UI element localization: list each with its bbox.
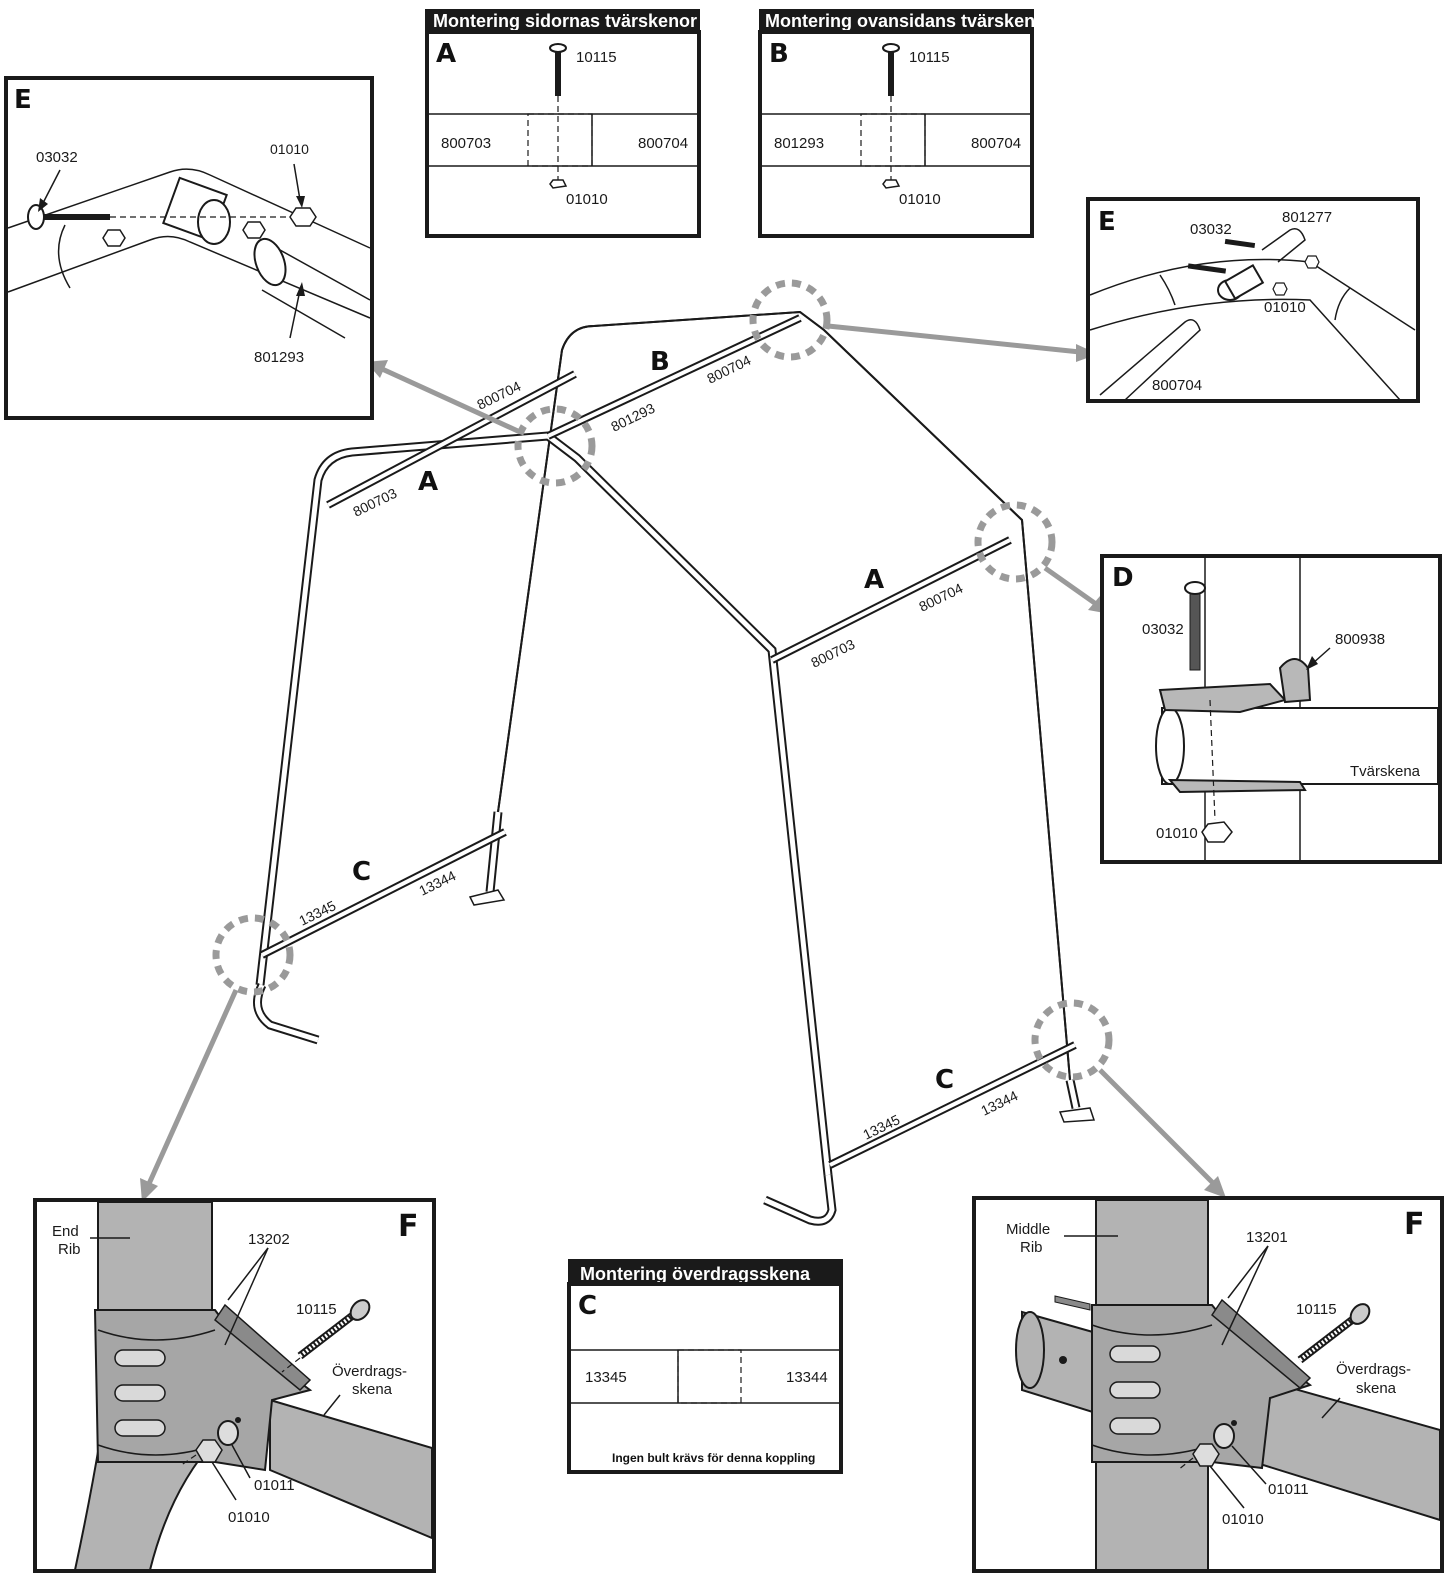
box-c-header: Montering överdragsskena [580,1264,811,1284]
box-d-bolt-label: 03032 [1142,621,1184,638]
nut-icon [882,179,901,189]
box-f-right-clamp-label: 13201 [1246,1229,1288,1246]
box-f-left-nut-label: 01010 [228,1509,270,1526]
detail-circle-f-right [1031,999,1113,1081]
box-e-right-nut-label: 01010 [1264,299,1306,316]
nut-icon [195,1439,223,1463]
box-b-left-part: 801293 [774,135,824,152]
detail-circle-e-right [749,279,831,361]
box-f-left-washer-label: 01011 [254,1477,295,1494]
washer-icon [1213,1423,1235,1449]
detail-circle-f-left [212,914,294,996]
box-d-letter: D [1112,563,1134,593]
box-e-right-detail: E 03032 801277 01010 800704 [1086,197,1420,403]
box-b-top-crossbar: Montering ovansidans tvärskena B 10115 8… [758,9,1046,238]
box-d-detail: D 03032 800938 Tvärskena 01010 [1100,554,1442,864]
box-d-rail-label: Tvärskena [1350,763,1421,780]
box-f-right-rail-line2: skena [1356,1380,1397,1397]
box-f-right-rib-line2: Rib [1020,1239,1043,1256]
box-b-header: Montering ovansidans tvärskena [765,11,1046,31]
box-c-cover-rail: Montering överdragsskena C 13345 13344 I… [567,1259,843,1474]
box-f-left-rail-line1: Överdrags- [332,1362,407,1380]
frame-letter-a-left: A [418,467,438,497]
box-d-nut-label: 01010 [1156,825,1198,842]
box-e-right-letter: E [1098,207,1116,237]
box-e-left-letter: E [14,85,32,115]
washer-icon [217,1420,239,1446]
box-e-right-bolt-label: 03032 [1190,221,1232,238]
nut-icon [289,207,317,227]
box-f-left-clamp-label: 13202 [248,1231,290,1248]
box-e-right-tube-top-label: 801277 [1282,209,1332,226]
box-f-right-rib-line1: Middle [1006,1221,1050,1238]
detail-circle-e-left [514,405,596,487]
box-c-letter: C [578,1291,597,1321]
box-e-left-nut-label: 01010 [270,141,309,157]
box-e-left-detail: E 03032 01010 801293 [4,76,374,420]
box-f-right-detail: F Middle Rib 13201 10115 Överd [972,1196,1444,1573]
box-f-left-rib-line2: Rib [58,1241,81,1258]
nut-icon [549,179,568,189]
box-f-right-letter: F [1404,1207,1425,1242]
frame-letter-c-left: C [352,857,371,887]
frame-letter-b: B [650,347,670,377]
box-c-note: Ingen bult krävs för denna koppling [612,1451,815,1465]
box-e-right-tube-bottom-label: 800704 [1152,377,1202,394]
bolt-icon [40,214,110,220]
bolt-icon [555,48,561,96]
frame-letter-a-right: A [864,565,884,595]
box-f-right-rail-line1: Överdrags- [1336,1360,1411,1378]
nut-icon [1192,1443,1220,1467]
box-a-side-crossbar: Montering sidornas tvärskenor A 10115 80… [425,9,701,238]
box-b-right-part: 800704 [971,135,1021,152]
frame-drawing [253,310,1096,1226]
box-e-left-bolt-label: 03032 [36,149,78,166]
nut-icon [1201,821,1233,843]
box-a-left-part: 800703 [441,135,491,152]
box-f-left-rail-line2: skena [352,1381,393,1398]
box-c-left-part: 13345 [585,1369,627,1386]
box-f-left-rib-line1: End [52,1223,79,1240]
detail-circle-d [974,501,1056,583]
pointer-arrows [140,323,1226,1202]
box-c-right-part: 13344 [786,1369,828,1386]
box-b-nut-label: 01010 [899,191,941,208]
box-f-right-washer-label: 01011 [1268,1481,1309,1498]
box-b-letter: B [769,39,789,69]
frame-letter-c-right: C [935,1065,954,1095]
box-a-letter: A [436,39,456,69]
box-a-nut-label: 01010 [566,191,608,208]
box-f-left-bolt-label: 10115 [296,1301,337,1318]
box-a-bolt-label: 10115 [576,49,617,66]
box-b-bolt-label: 10115 [909,49,950,66]
box-f-left-letter: F [398,1209,419,1244]
box-e-left-tube-label: 801293 [254,349,304,366]
box-a-right-part: 800704 [638,135,688,152]
box-a-header: Montering sidornas tvärskenor [433,11,697,31]
bolt-icon [1189,591,1201,671]
bolt-icon [1349,1303,1371,1325]
bolt-icon [349,1299,371,1321]
box-f-right-nut-label: 01010 [1222,1511,1264,1528]
bolt-icon [888,48,894,96]
box-f-left-detail: F End Rib 13202 10115 Överdrags- [33,1198,436,1573]
box-d-bracket-label: 800938 [1335,631,1385,648]
box-f-right-bolt-label: 10115 [1296,1301,1337,1318]
